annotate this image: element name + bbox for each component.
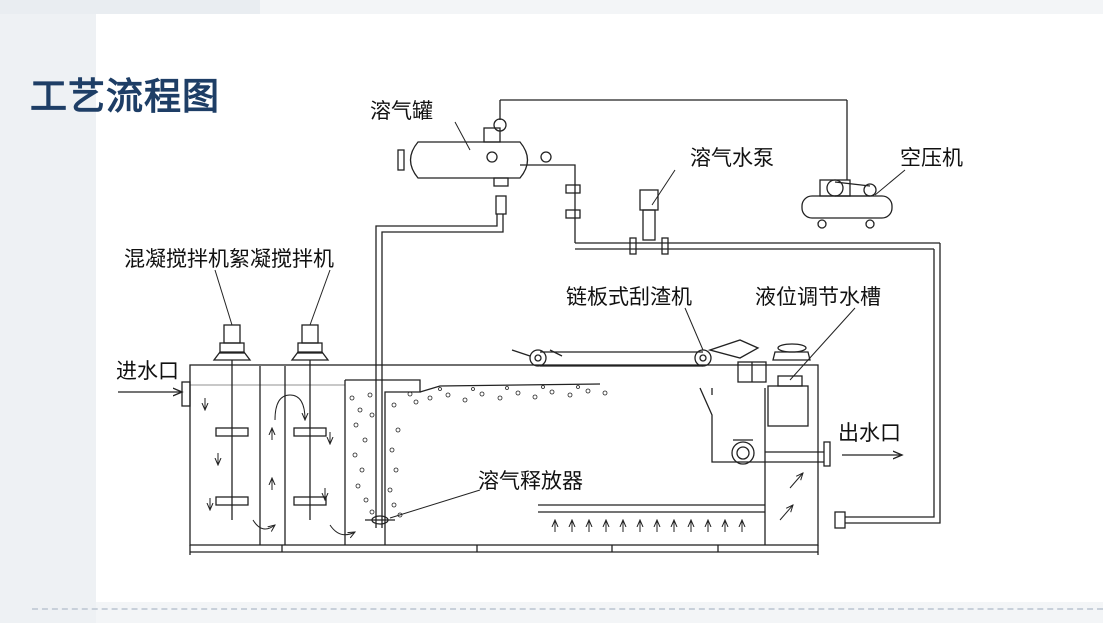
label-mixers: 混凝搅拌机絮凝搅拌机 xyxy=(124,247,334,271)
label-outlet: 出水口 xyxy=(838,421,901,445)
flotation-basin xyxy=(189,364,819,555)
label-dissolved-air-tank: 溶气罐 xyxy=(370,99,433,123)
air-bubbles xyxy=(349,385,608,518)
dissolved-air-pump xyxy=(575,189,941,529)
diagram-sheet xyxy=(96,14,1103,602)
label-air-compressor: 空压机 xyxy=(900,146,963,170)
flocculation-mixer xyxy=(290,324,330,520)
left-band xyxy=(0,0,96,623)
flow-arrows xyxy=(205,394,355,535)
inlet-pipe xyxy=(118,381,191,407)
label-air-release: 溶气释放器 xyxy=(478,469,583,493)
sludge-trough xyxy=(699,375,902,521)
dissolved-air-tank xyxy=(375,99,848,528)
label-dissolved-air-pump: 溶气水泵 xyxy=(690,146,774,170)
page-title: 工艺流程图 xyxy=(30,75,220,118)
footer-dashed-line xyxy=(32,608,1103,610)
label-level-tank: 液位调节水槽 xyxy=(755,285,881,309)
outlet-collector xyxy=(538,504,765,532)
label-inlet: 进水口 xyxy=(116,359,179,383)
chain-scraper xyxy=(511,339,811,383)
coagulation-mixer xyxy=(212,324,252,520)
leader-lines xyxy=(214,121,906,519)
label-chain-scraper: 链板式刮渣机 xyxy=(566,285,692,309)
air-release-device xyxy=(365,515,395,525)
air-compressor xyxy=(801,179,893,229)
top-band xyxy=(0,0,260,14)
